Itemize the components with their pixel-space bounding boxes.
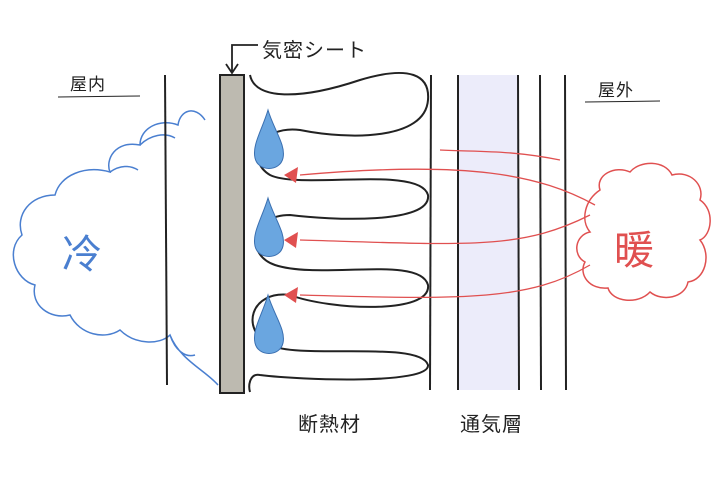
- outdoor-underline: [584, 100, 661, 103]
- water-drop-icon: [253, 293, 284, 354]
- insulation-outer-line: [429, 74, 432, 391]
- airtight-sheet-label: 気密シート: [262, 38, 367, 62]
- warm-label: 暖: [614, 228, 655, 274]
- interior-wall-line: [164, 74, 168, 386]
- water-drop-icon: [253, 196, 284, 257]
- cold-air-cloud-tail: [109, 134, 176, 173]
- water-drop-icon: [253, 108, 284, 169]
- condensation-drops: [253, 108, 284, 354]
- warm-air-cloud: [576, 162, 711, 301]
- exterior-wall-line-1: [539, 74, 542, 391]
- outdoor-label: 屋外: [598, 81, 634, 101]
- cold-air-cloud: [12, 110, 219, 386]
- ventilation-layer: [458, 75, 518, 390]
- insulation-label: 断熱材: [298, 412, 361, 436]
- airtight-sheet: [219, 74, 245, 394]
- cold-label: 冷: [62, 232, 103, 278]
- warm-air-flows: [299, 149, 596, 299]
- indoor-underline: [57, 95, 141, 98]
- warm-air-arrowheads: [284, 167, 298, 303]
- indoor-label: 屋内: [70, 75, 106, 95]
- ventilation-layer-label: 通気層: [460, 412, 523, 436]
- vent-outer-line: [517, 74, 520, 391]
- sheet-pointer-arrow: [225, 44, 258, 75]
- exterior-wall-line-2: [564, 74, 567, 391]
